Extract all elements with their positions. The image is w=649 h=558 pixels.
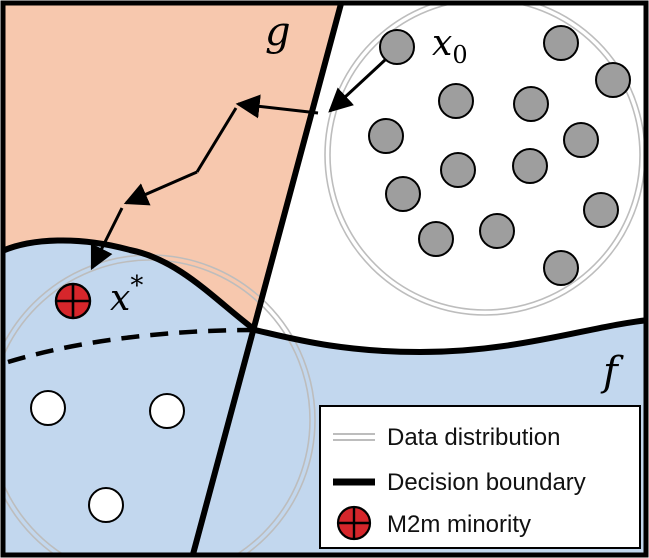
region-g [3,3,340,330]
label-xstar: x* [110,271,143,319]
majority-point [513,86,549,122]
legend-m2m-swatch [336,505,372,541]
label-g: g [265,9,291,55]
majority-point [479,213,515,249]
majority-points [368,25,631,286]
majority-point [440,152,476,188]
majority-point [512,148,548,184]
translation-path [90,58,387,271]
legend-decision-boundary-label: Decision boundary [387,469,586,496]
majority-point [583,192,619,228]
decision-boundary-g [189,3,345,555]
majority-point [543,25,579,61]
minority-point [88,487,124,523]
majority-point [543,250,579,286]
majority-point [385,176,421,212]
decision-boundary-f-lower [254,317,646,356]
minority-point [30,390,66,426]
majority-point [368,118,404,154]
majority-point [438,83,474,119]
label-x0-subscript: 0 [452,41,467,69]
decision-boundary-dashed [7,327,256,365]
legend-data-distribution-swatch [333,433,375,441]
majority-point [379,29,415,65]
label-x0: x0 [432,23,468,69]
m2m-point [54,282,92,320]
legend-data-distribution-label: Data distribution [387,424,560,451]
majority-point [595,62,631,98]
legend-m2m-minority-label: M2m minority [387,511,531,538]
decision-boundary-f-upper [3,237,257,333]
legend: Data distribution Decision boundary M2m … [319,405,641,549]
minority-point [149,393,185,429]
majority-point [563,122,599,158]
minority-points [30,390,185,523]
label-xstar-superscript: * [130,271,143,301]
majority-point [418,221,454,257]
